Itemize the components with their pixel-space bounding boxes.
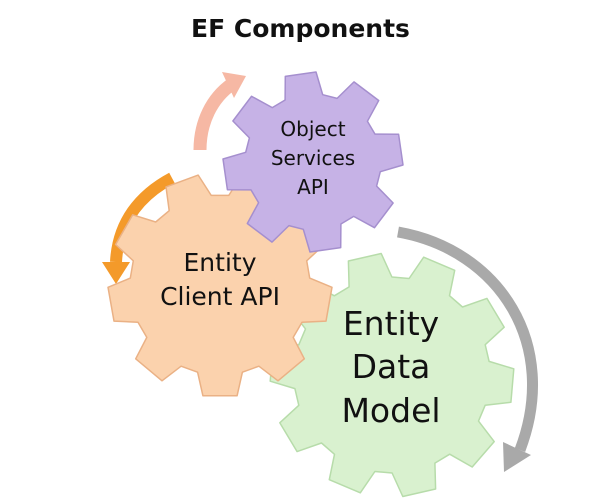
object-services-gear: Object Services API bbox=[222, 71, 404, 253]
entity-data-model-label-line-3: Model bbox=[341, 391, 440, 430]
entity-client-label-line-2: Client API bbox=[160, 282, 280, 311]
object-services-label-line-3: API bbox=[297, 175, 329, 199]
peach-arrow bbox=[193, 72, 246, 151]
entity-data-model-gear: Entity Data Model bbox=[269, 252, 515, 498]
diagram-title: EF Components bbox=[191, 14, 410, 43]
entity-data-model-label-line-1: Entity bbox=[343, 304, 439, 343]
object-services-label-line-2: Services bbox=[271, 146, 355, 170]
entity-data-model-gear-shape bbox=[269, 252, 515, 498]
object-services-label-line-1: Object bbox=[280, 117, 345, 141]
entity-client-label-line-1: Entity bbox=[184, 248, 257, 277]
object-services-gear-shape bbox=[222, 71, 404, 253]
orange-arrow bbox=[102, 172, 175, 284]
gray-arrow bbox=[397, 226, 539, 472]
entity-data-model-label-line-2: Data bbox=[352, 347, 431, 386]
